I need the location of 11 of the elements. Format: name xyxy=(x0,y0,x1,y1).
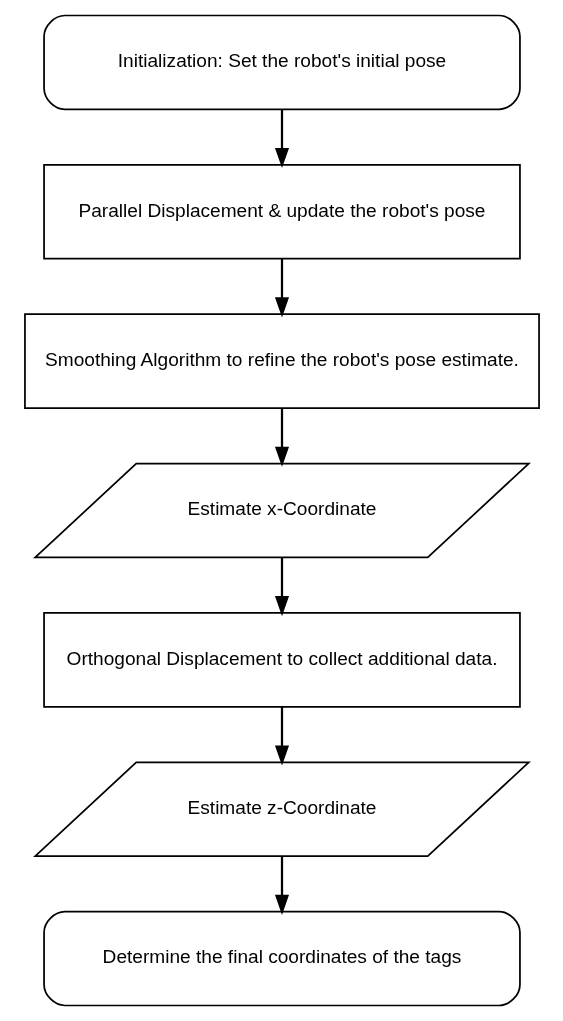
arrow xyxy=(274,557,289,617)
node-box: Determine the final coordinates of the tags xyxy=(42,910,521,1007)
arrow xyxy=(274,408,289,467)
node-box: Initialization: Set the robot's initial pose xyxy=(42,14,521,111)
node-box: Parallel Displacement & update the robot's pose xyxy=(42,164,521,260)
arrow xyxy=(274,706,289,766)
arrow xyxy=(274,109,289,169)
node-box: Smoothing Algorithm to refine the robot's pose estimate. xyxy=(23,313,540,409)
node-box: Orthogonal Displacement to collect additional data. xyxy=(42,612,521,708)
arrow xyxy=(274,856,289,915)
arrow xyxy=(274,258,289,318)
